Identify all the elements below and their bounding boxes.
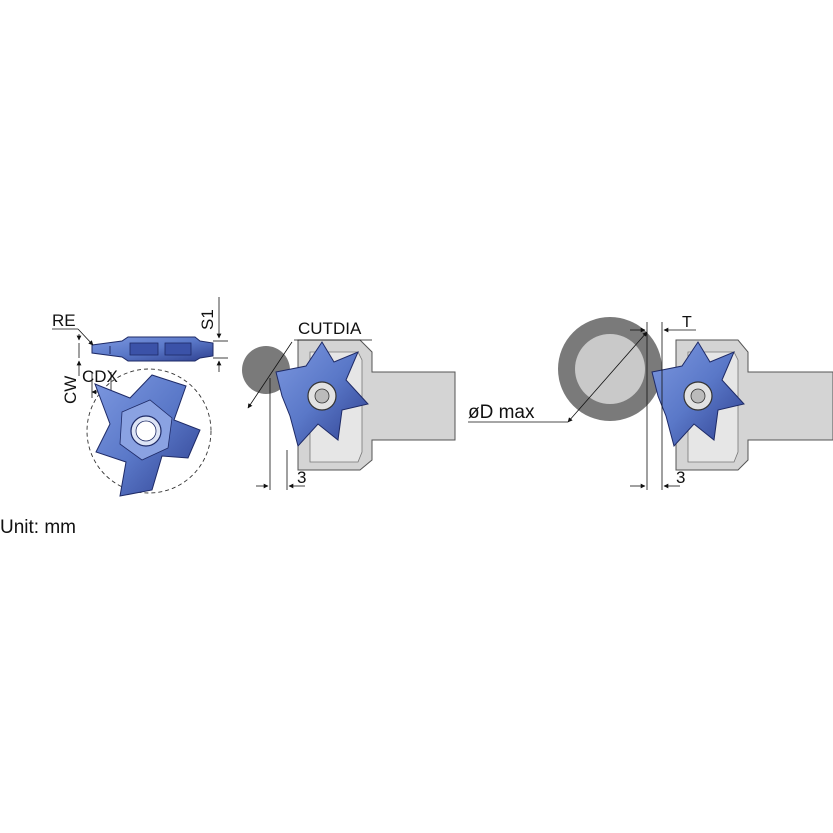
s1-dimension bbox=[213, 297, 228, 372]
dmax-label: øD max bbox=[468, 402, 535, 423]
insert-middle bbox=[275, 341, 369, 448]
unit-label: Unit: mm bbox=[0, 517, 76, 538]
dim3-left-label: 3 bbox=[297, 468, 306, 487]
t-dimension bbox=[630, 322, 696, 490]
dmax-dimension bbox=[468, 331, 648, 423]
dim3-left bbox=[256, 378, 305, 490]
cdx-label: CDX bbox=[82, 367, 118, 386]
insert-side-view bbox=[91, 336, 214, 362]
insert-top-view bbox=[86, 368, 212, 497]
re-label: RE bbox=[52, 311, 76, 330]
cutdia-dimension bbox=[247, 339, 372, 409]
cutdia-label: CUTDIA bbox=[298, 319, 362, 338]
dim3-right-label: 3 bbox=[676, 468, 685, 487]
re-dimension bbox=[52, 328, 94, 346]
t-label: T bbox=[682, 314, 692, 331]
insert-right bbox=[651, 341, 745, 448]
s1-label: S1 bbox=[198, 309, 217, 330]
cw-label: CW bbox=[61, 376, 80, 404]
